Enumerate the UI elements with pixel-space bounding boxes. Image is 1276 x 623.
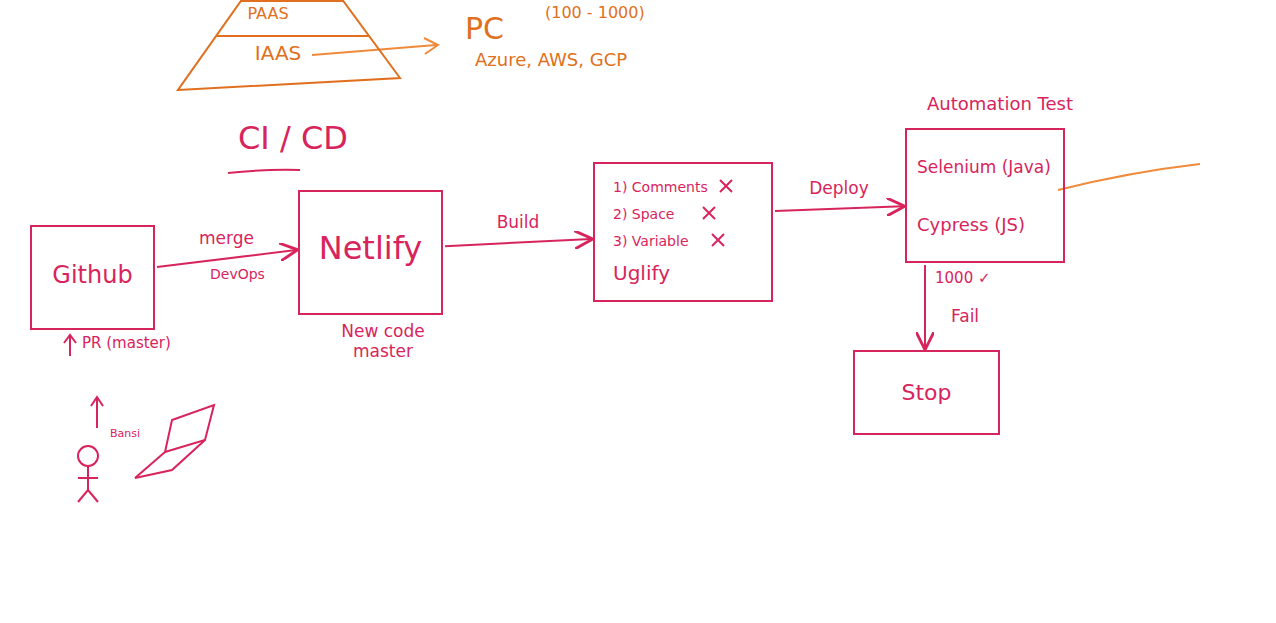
pyramid-band	[216, 35, 369, 37]
flow-arrow	[775, 206, 903, 211]
cross-mark	[720, 180, 732, 192]
node-text: 2) Space	[613, 206, 674, 222]
node-text: Uglify	[613, 262, 670, 285]
provider-list: Azure, AWS, GCP	[475, 50, 627, 71]
process-box: GithubPR (master)	[30, 225, 155, 330]
range-note: (100 - 1000)	[545, 4, 645, 22]
process-box: NetlifyNew code master	[298, 190, 443, 315]
laptop-screen	[165, 405, 214, 452]
flow-arrow	[157, 250, 296, 267]
arrow-head	[424, 38, 438, 54]
edge-label: Fail	[949, 307, 981, 327]
continuation-line	[1058, 164, 1200, 190]
edge-note: DevOps	[210, 266, 265, 282]
node-text: Selenium (Java)	[917, 158, 1051, 178]
flow-arrow	[924, 265, 926, 348]
node-title: Stop	[901, 380, 951, 405]
laptop-figure	[135, 405, 214, 478]
pyramid-band	[240, 0, 344, 2]
edge-label: merge	[197, 229, 256, 249]
node-text: IAAS	[255, 42, 302, 65]
terminal-box: Stop	[853, 350, 1000, 435]
service-pyramid: PAAS IAAS	[150, 0, 430, 92]
test-count: 1000 ✓	[935, 270, 991, 287]
node-title: 1) Comments	[613, 179, 708, 195]
provider-heading: PC	[465, 12, 504, 47]
head	[78, 446, 98, 466]
node-title: Automation Test	[927, 94, 1073, 115]
laptop-base	[135, 440, 205, 478]
edge-label: Build	[495, 213, 542, 233]
arrow-head	[64, 335, 76, 343]
up-arrow	[69, 336, 71, 356]
flow-arrow	[445, 239, 591, 246]
node-title: Netlify	[319, 230, 423, 267]
cross-mark	[712, 234, 724, 246]
arms	[78, 477, 98, 479]
edge-label: Deploy	[807, 179, 871, 199]
cross-mark	[703, 207, 715, 219]
pointer-arrow	[312, 45, 436, 55]
person-figure	[78, 397, 103, 502]
node-text: New code master	[328, 322, 438, 361]
leg	[78, 490, 88, 502]
node-text: Cypress (JS)	[917, 215, 1025, 236]
pyramid-shape	[178, 0, 400, 90]
arrow-head	[91, 397, 103, 406]
leg	[88, 490, 98, 502]
process-box: Automation TestSelenium (Java)Cypress (J…	[905, 128, 1065, 263]
person-name: Bansi	[110, 428, 140, 441]
node-text: 3) Variable	[613, 233, 689, 249]
node-title: Github	[52, 262, 132, 290]
node-title: PAAS	[247, 5, 288, 23]
process-box: 1) Comments 2) Space 3) VariableUglify	[593, 162, 773, 302]
diagram-title: CI / CD	[238, 120, 348, 157]
underline	[228, 170, 300, 173]
up-arrow	[96, 398, 98, 428]
node-text: PR (master)	[82, 335, 171, 352]
